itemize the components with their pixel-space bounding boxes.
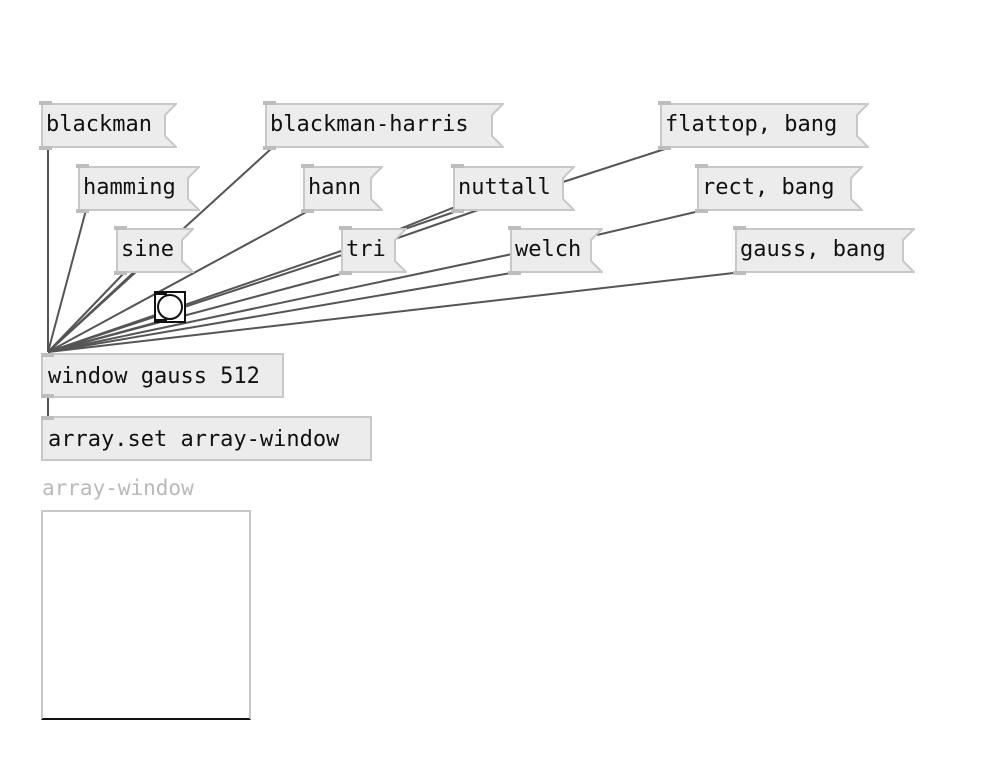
- object-label: window gauss 512: [48, 364, 260, 389]
- inlet: [339, 226, 352, 230]
- inlet: [41, 416, 54, 420]
- outlet: [41, 394, 54, 398]
- inlet: [451, 164, 464, 168]
- inlet: [76, 164, 89, 168]
- inlet: [263, 101, 276, 105]
- message-label: blackman-harris: [270, 112, 469, 137]
- message-label: rect, bang: [702, 175, 835, 200]
- inlet: [658, 101, 671, 105]
- bang-button[interactable]: [154, 291, 186, 323]
- message-gauss-bang[interactable]: gauss, bang: [733, 226, 915, 275]
- message-sine[interactable]: sine: [114, 226, 194, 275]
- outlet: [301, 209, 314, 213]
- outlet: [733, 271, 746, 275]
- outlet: [39, 146, 52, 150]
- inlet: [154, 291, 167, 295]
- message-label: gauss, bang: [740, 237, 886, 262]
- outlet: [114, 271, 127, 275]
- inlet: [41, 353, 54, 357]
- inlet: [695, 164, 708, 168]
- outlet: [263, 146, 276, 150]
- message-label: nuttall: [458, 175, 551, 200]
- outlet: [508, 271, 521, 275]
- message-label: sine: [121, 237, 174, 262]
- inlet: [508, 226, 521, 230]
- message-blackman[interactable]: blackman: [39, 101, 177, 150]
- message-tri[interactable]: tri: [339, 226, 407, 275]
- outlet: [451, 209, 464, 213]
- message-label: flattop, bang: [665, 112, 838, 137]
- message-welch[interactable]: welch: [508, 226, 603, 275]
- message-blackman-harris[interactable]: blackman-harris: [263, 101, 504, 150]
- outlet: [658, 146, 671, 150]
- message-rect-bang[interactable]: rect, bang: [695, 164, 863, 213]
- object-label: array.set array-window: [48, 427, 340, 452]
- object-array-set[interactable]: array.set array-window: [41, 416, 372, 461]
- object-window[interactable]: window gauss 512: [41, 353, 284, 398]
- inlet: [114, 226, 127, 230]
- message-flattop-bang[interactable]: flattop, bang: [658, 101, 869, 150]
- array-graph[interactable]: [41, 510, 251, 720]
- outlet: [76, 209, 89, 213]
- message-hann[interactable]: hann: [301, 164, 383, 213]
- message-nuttall[interactable]: nuttall: [451, 164, 575, 213]
- outlet: [339, 271, 352, 275]
- outlet: [154, 319, 167, 323]
- message-label: tri: [346, 237, 386, 262]
- bang-circle-icon: [157, 294, 183, 320]
- outlet: [695, 209, 708, 213]
- message-hamming[interactable]: hamming: [76, 164, 200, 213]
- message-label: welch: [515, 237, 582, 262]
- message-label: hann: [308, 175, 361, 200]
- array-name-label: array-window: [42, 476, 194, 500]
- inlet: [39, 101, 52, 105]
- message-label: blackman: [46, 112, 152, 137]
- inlet: [733, 226, 746, 230]
- message-label: hamming: [83, 175, 176, 200]
- inlet: [301, 164, 314, 168]
